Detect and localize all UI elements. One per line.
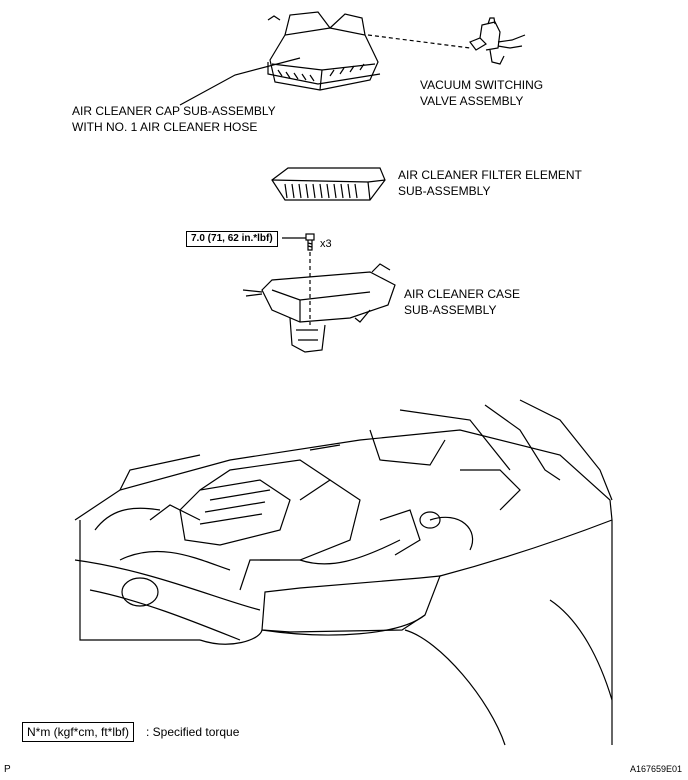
footer-page-marker: P <box>4 764 11 775</box>
torque-legend-description: : Specified torque <box>146 725 240 739</box>
vacuum-switching-valve-drawing <box>469 17 526 65</box>
cap-vsv-dashed-line <box>367 34 471 49</box>
case-label: AIR CLEANER CASE SUB-ASSEMBLY <box>404 286 520 318</box>
filter-label-line2: SUB-ASSEMBLY <box>398 184 491 198</box>
vsv-label-line2: VALVE ASSEMBLY <box>420 94 524 108</box>
torque-spec-box: 7.0 (71, 62 in.*lbf) <box>186 231 278 247</box>
bolt-drawing <box>305 233 315 251</box>
air-cleaner-cap-drawing <box>267 11 381 91</box>
air-cleaner-case-drawing <box>242 263 396 353</box>
cap-label: AIR CLEANER CAP SUB-ASSEMBLY WITH NO. 1 … <box>72 103 276 135</box>
figure-id: A167659E01 <box>629 764 682 774</box>
vsv-label-line1: VACUUM SWITCHING <box>420 78 544 92</box>
bolt-quantity: x3 <box>320 238 332 250</box>
filter-label: AIR CLEANER FILTER ELEMENT SUB-ASSEMBLY <box>398 167 582 199</box>
cap-label-line1: AIR CLEANER CAP SUB-ASSEMBLY <box>72 104 276 118</box>
torque-unit-box: N*m (kgf*cm, ft*lbf) <box>22 722 135 742</box>
engine-bay-drawing <box>74 399 613 746</box>
case-label-line1: AIR CLEANER CASE <box>404 287 521 301</box>
cap-leader-line <box>179 57 301 106</box>
filter-element-drawing <box>271 167 386 201</box>
case-label-line2: SUB-ASSEMBLY <box>404 303 497 317</box>
filter-label-line1: AIR CLEANER FILTER ELEMENT <box>398 168 582 182</box>
vsv-label: VACUUM SWITCHING VALVE ASSEMBLY <box>420 77 543 109</box>
cap-label-line2: WITH NO. 1 AIR CLEANER HOSE <box>72 120 258 134</box>
